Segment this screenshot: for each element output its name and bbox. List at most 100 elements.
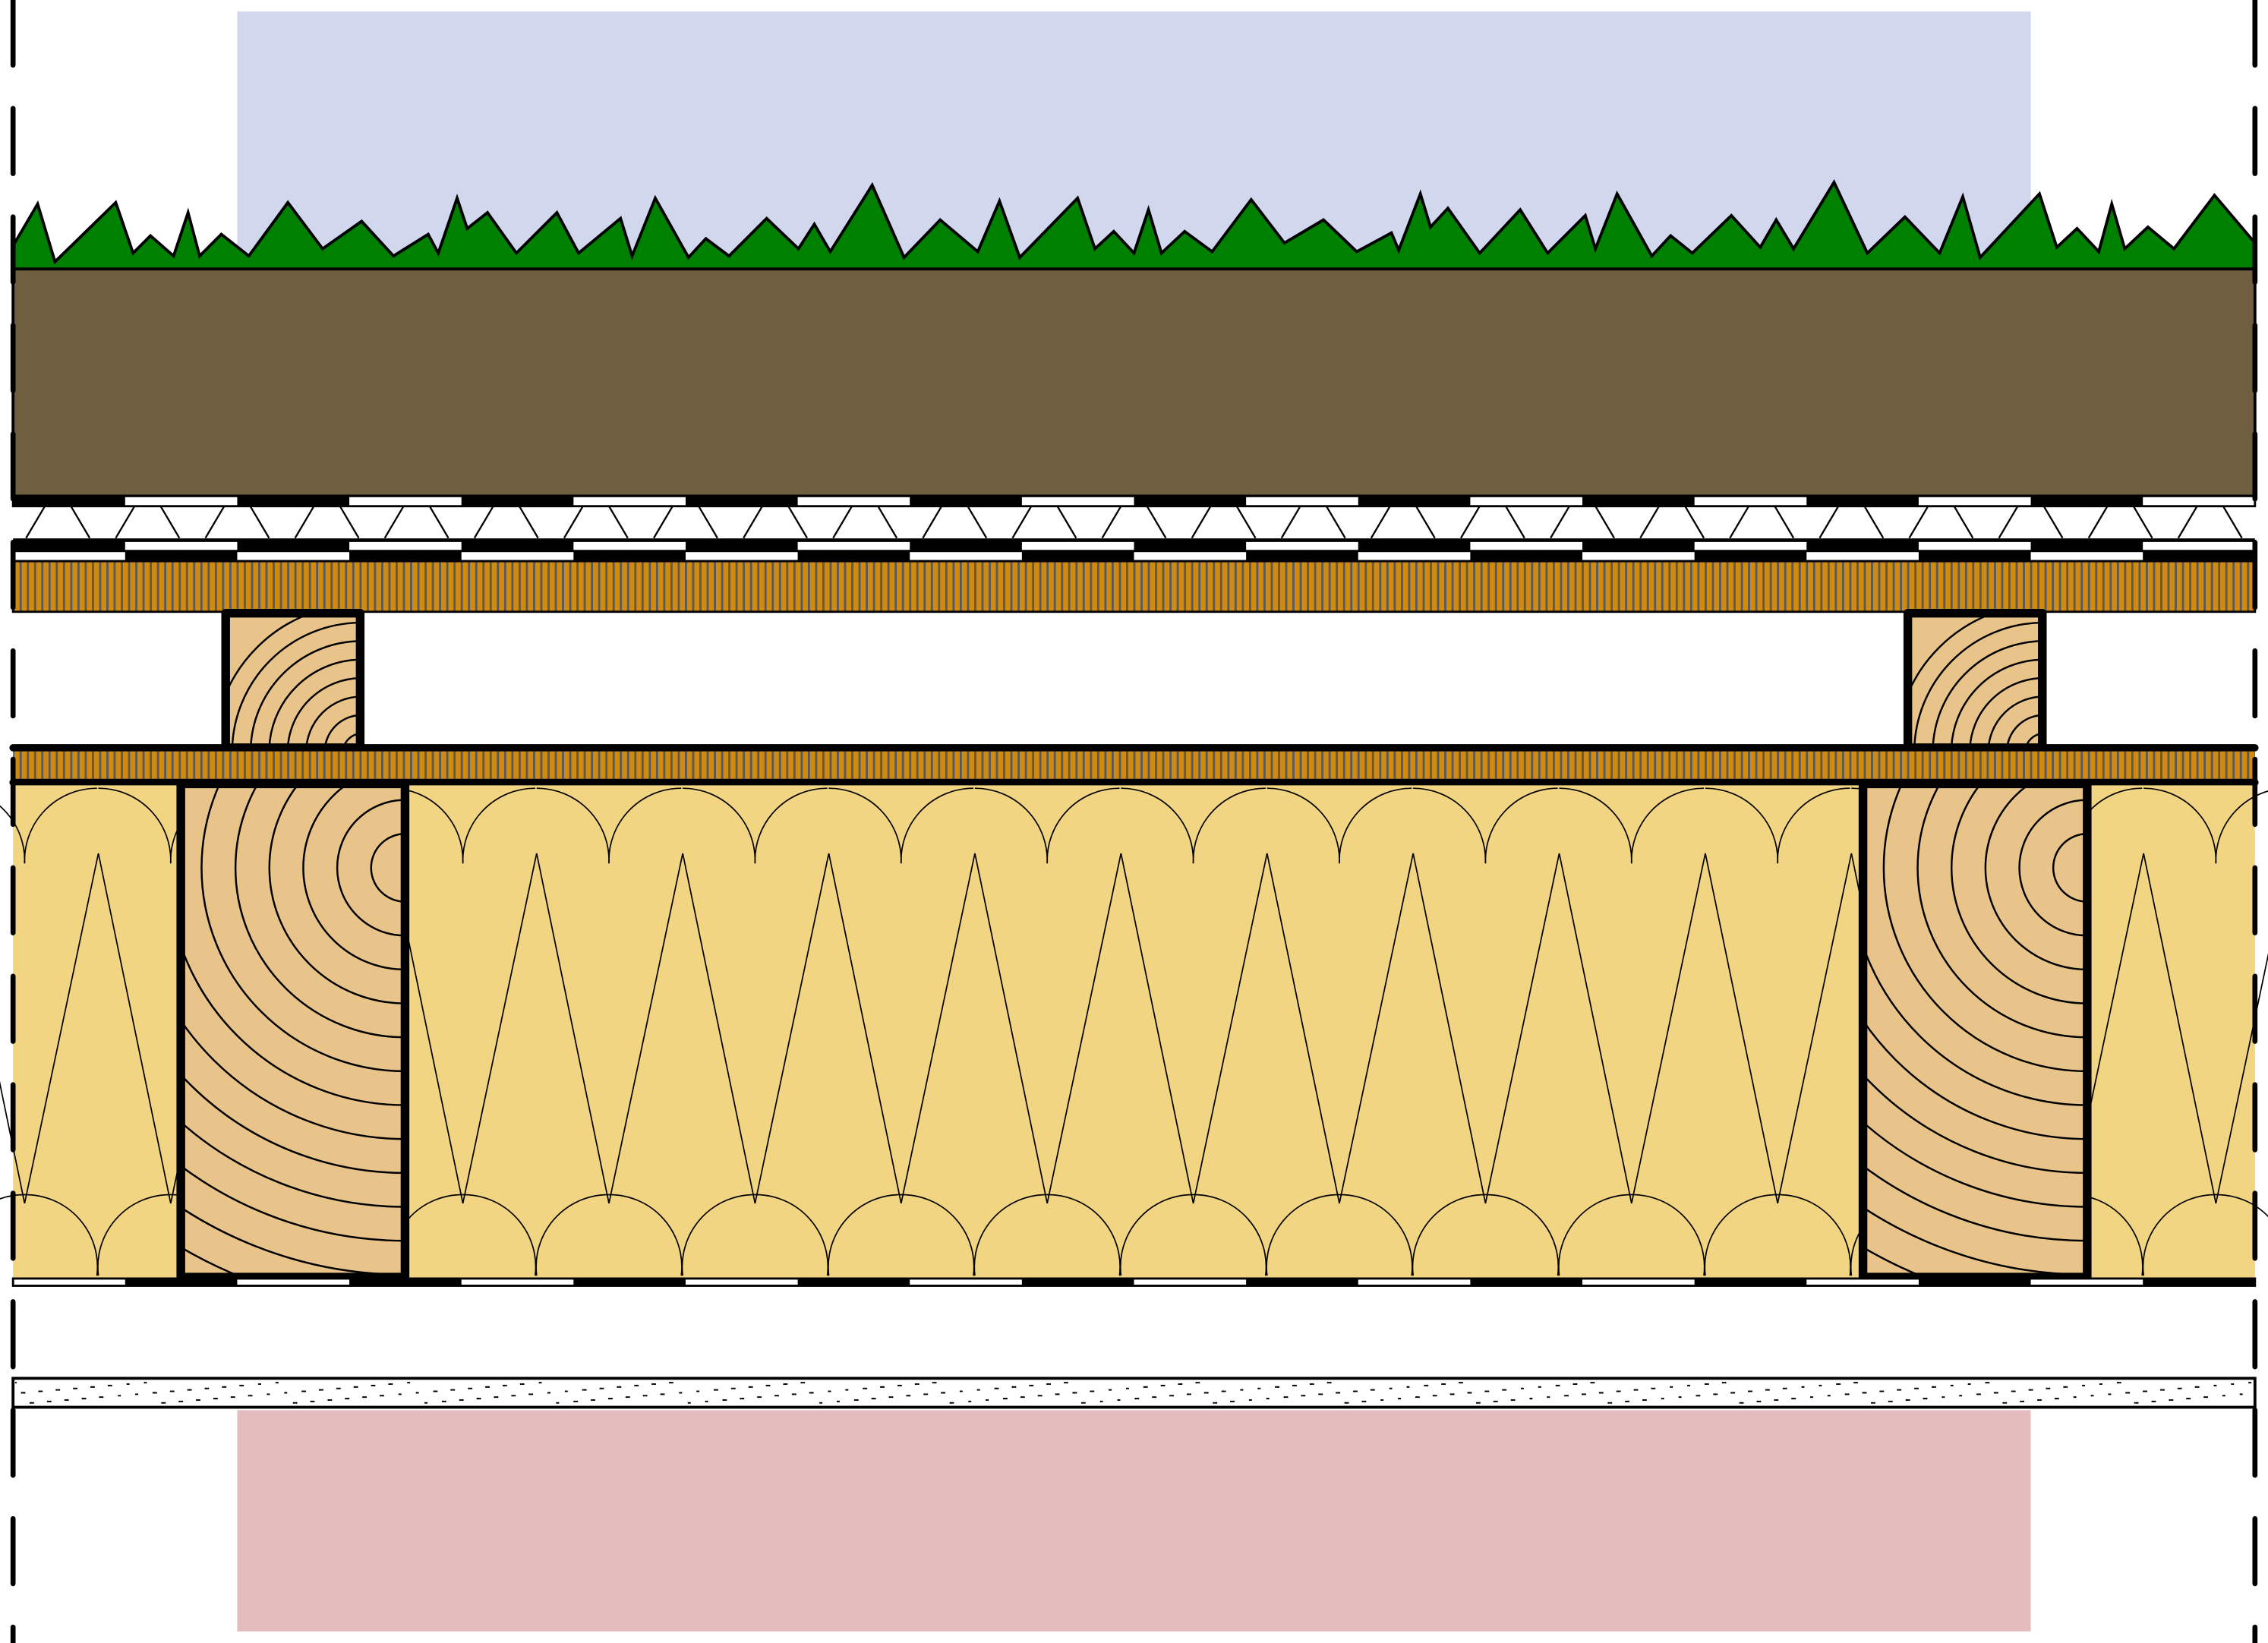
gypsum-dot [1082, 1402, 1084, 1404]
drainage-strut [1146, 506, 1167, 539]
gypsum-dot [1598, 1392, 1601, 1394]
gypsum-dot [320, 1389, 323, 1391]
gypsum-dot [172, 1390, 175, 1392]
gypsum-dot [933, 1381, 935, 1384]
gypsum-dot [1039, 1395, 1041, 1397]
membrane-dash [2030, 496, 2143, 506]
gypsum-dot [1923, 1397, 1925, 1400]
gypsum-dot [1453, 1393, 1455, 1395]
batt-curve [0, 1194, 99, 1276]
gypsum-dot [713, 1389, 716, 1391]
batt-line [390, 853, 538, 1204]
gypsum-dot [1005, 1397, 1008, 1400]
drainage-strut [1415, 506, 1436, 539]
gypsum-dot [636, 1384, 638, 1387]
gypsum-dot [161, 1402, 163, 1404]
gypsum-dot [1002, 1397, 1005, 1400]
gypsum-dot [820, 1402, 823, 1404]
gypsum-dot [1704, 1383, 1707, 1386]
gypsum-dot [1248, 1399, 1251, 1402]
batt-curve [973, 1194, 1121, 1276]
gypsum-dot [181, 1400, 184, 1403]
gypsum-dot [1522, 1387, 1525, 1389]
gypsum-dot [259, 1383, 262, 1386]
gypsum-dot [1931, 1386, 1934, 1388]
gypsum-dot [1695, 1395, 1698, 1397]
gypsum-dot [634, 1384, 636, 1387]
drainage-strut [2177, 506, 2198, 539]
gypsum-dot [986, 1399, 988, 1402]
gypsum-dot [497, 1396, 499, 1399]
gypsum-dot [2203, 1396, 2206, 1399]
gypsum-dot [313, 1400, 315, 1403]
drainage-strut [563, 506, 584, 539]
grain-ring [2018, 799, 2087, 937]
gypsum-dot [134, 1393, 137, 1395]
gypsum-dot [1993, 1392, 1996, 1394]
gypsum-dot [593, 1399, 596, 1402]
gypsum-dot [521, 1383, 523, 1386]
gypsum-dot [1765, 1389, 1768, 1391]
batt-curve [1266, 1194, 1413, 1276]
membrane-dash [797, 550, 910, 562]
gypsum-dot [408, 1381, 411, 1384]
gypsum-dot [2172, 1399, 2174, 1402]
membrane-dash [1021, 550, 1134, 562]
gypsum-dot [583, 1389, 585, 1391]
gypsum-dot [2135, 1402, 2137, 1404]
gypsum-dot [2241, 1393, 2243, 1395]
gypsum-dot [1828, 1395, 1831, 1397]
gypsum-dot [107, 1384, 110, 1387]
gypsum-dot [970, 1400, 972, 1403]
drainage-strut [1953, 506, 1974, 539]
membrane-dash [1246, 1278, 1358, 1286]
gypsum-dot [267, 1393, 269, 1395]
gypsum-dot [1312, 1383, 1314, 1386]
gypsum-dot [609, 1397, 612, 1400]
gypsum-dot [1221, 1390, 1223, 1392]
gypsum-dot [1090, 1390, 1092, 1392]
gypsum-dot [1232, 1400, 1235, 1403]
drainage-strut [2222, 506, 2243, 539]
gypsum-dot [1475, 1402, 1478, 1404]
gypsum-dot [216, 1397, 218, 1400]
gypsum-dot [733, 1387, 736, 1389]
gypsum-dot [1304, 1395, 1306, 1397]
gypsum-dot [1714, 1393, 1717, 1395]
gypsum-dot [1566, 1395, 1569, 1397]
gypsum-dot [2161, 1389, 2164, 1391]
gypsum-dot [136, 1393, 139, 1395]
gypsum-dot [1777, 1399, 1779, 1402]
gypsum-dot [952, 1402, 954, 1404]
gypsum-dot [864, 1387, 866, 1389]
gypsum-dot [513, 1395, 515, 1397]
drainage-strut [608, 506, 629, 539]
gypsum-dot [1593, 1381, 1595, 1384]
gypsum-dot [2137, 1402, 2139, 1404]
gypsum-dot [1924, 1397, 1926, 1400]
gypsum-dot [93, 1386, 95, 1388]
gypsum-dot [459, 1399, 461, 1402]
gypsum-dot [2004, 1402, 2006, 1404]
gypsum-dot [1470, 1392, 1472, 1394]
gypsum-dot [644, 1395, 646, 1397]
membrane-dash [910, 541, 1022, 551]
gypsum-dot [1837, 1383, 1840, 1386]
gypsum-dot [1897, 1389, 1899, 1391]
drainage-strut [294, 506, 315, 539]
grain-ring [302, 784, 405, 971]
gypsum-dot [1441, 1383, 1443, 1386]
gypsum-dot [1503, 1389, 1506, 1391]
gypsum-dot [2020, 1400, 2022, 1403]
gypsum-dot [1487, 1390, 1490, 1392]
gypsum-dot [1951, 1384, 1954, 1387]
membrane-dash [1134, 541, 1247, 551]
gypsum-dot [1181, 1383, 1183, 1386]
gypsum-dot [775, 1395, 778, 1397]
gypsum-dot [661, 1393, 664, 1395]
gypsum-dot [1882, 1390, 1885, 1392]
gypsum-dot [1635, 1389, 1637, 1391]
batt-curve [828, 1194, 975, 1276]
gypsum-dot [1363, 1400, 1365, 1403]
gypsum-dot [926, 1393, 929, 1395]
